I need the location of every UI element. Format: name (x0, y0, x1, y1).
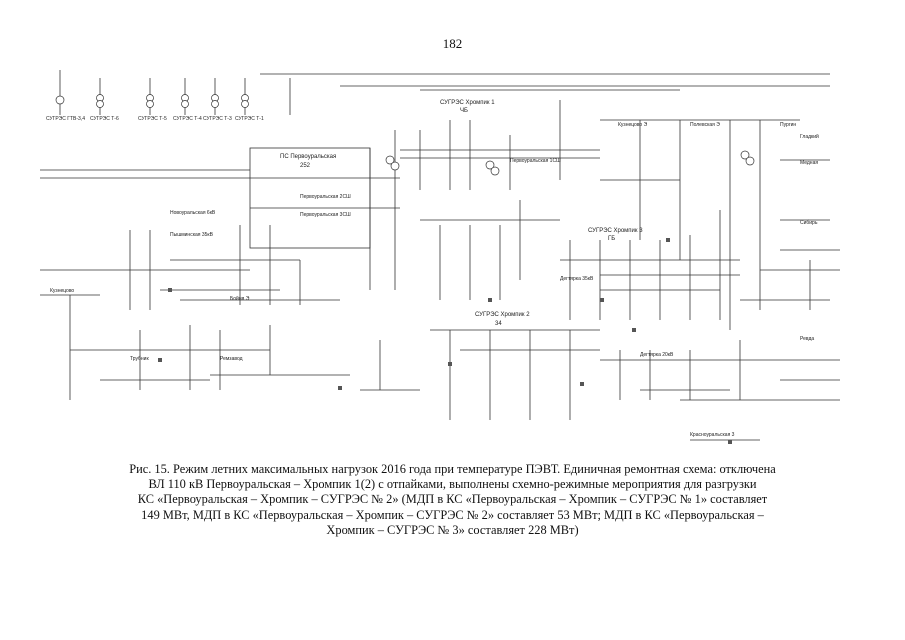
node-label: Дегтярка 35кВ (560, 276, 594, 282)
node-label: Пышминская 35кВ (170, 232, 214, 238)
substation-code: ЧБ (460, 108, 468, 114)
node-label: Трубник (130, 356, 149, 362)
substation-name: СУГРЭС Хромпик 2 (475, 312, 530, 318)
power-grid-diagram: СУГРЭС ГТВ-3,4 СУГРЭС Т-6 СУГРЭС Т-5 СУГ… (40, 60, 870, 455)
node-label: Ремзавод (220, 356, 243, 362)
node-label: Медная (800, 160, 818, 166)
transformer-label: СУГРЭС Т-6 (90, 116, 119, 122)
caption-line: Хромпик – СУГРЭС № 3» составляет 228 МВт… (326, 522, 579, 537)
node-label: Дегтярка 20кВ (640, 352, 674, 358)
figure-caption: Рис. 15. Режим летних максимальных нагру… (60, 462, 845, 538)
transformer-label: СУГРЭС Т-3 (203, 116, 232, 122)
page-number: 182 (442, 36, 463, 51)
caption-line: ВЛ 110 кВ Первоуральская – Хромпик 1(2) … (148, 477, 757, 492)
node-label: Пургин (780, 122, 796, 128)
transformer-label: СУГРЭС Т-4 (173, 116, 202, 122)
substation-name: СУГРЭС Хромпик 3 (588, 228, 643, 234)
bus-label: Первоуральская 2СШ (300, 194, 351, 200)
node-label: Ревда (800, 336, 814, 342)
bus-label: Первоуральская 3СШ (300, 212, 351, 218)
substation-name: ПС Первоуральская (280, 154, 336, 160)
transformer-label: СУГРЭС Т-5 (138, 116, 167, 122)
node-label: Красноуральская 3 (690, 432, 735, 438)
node-label: Кузнецово Э (618, 122, 648, 128)
substation-code: ГБ (608, 236, 615, 242)
transformer-label: СУГРЭС Т-1 (235, 116, 264, 122)
substation-code: 34 (495, 321, 502, 327)
node-label: Гладкий (800, 133, 819, 140)
node-label: Полевская Э (690, 122, 720, 128)
node-label: Новоуральская 6кВ (170, 210, 216, 216)
transformer-label: СУГРЭС ГТВ-3,4 (46, 116, 85, 122)
schematic-svg: СУГРЭС ГТВ-3,4 СУГРЭС Т-6 СУГРЭС Т-5 СУГ… (40, 70, 840, 444)
caption-line: 149 МВт, МДП в КС «Первоуральская – Хром… (141, 507, 764, 522)
caption-line: КС «Первоуральская – Хромпик – СУГРЭС № … (137, 492, 768, 507)
caption-line: Рис. 15. Режим летних максимальных нагру… (129, 462, 776, 476)
substation-name: СУГРЭС Хромпик 1 (440, 100, 495, 106)
bus-label: Первоуральская 1СШ (510, 158, 561, 164)
substation-code: 252 (300, 163, 311, 169)
node-label: Сибирь (800, 220, 818, 226)
node-label: Кузнецово (50, 288, 74, 294)
node-label: Бойня Э (230, 295, 250, 302)
